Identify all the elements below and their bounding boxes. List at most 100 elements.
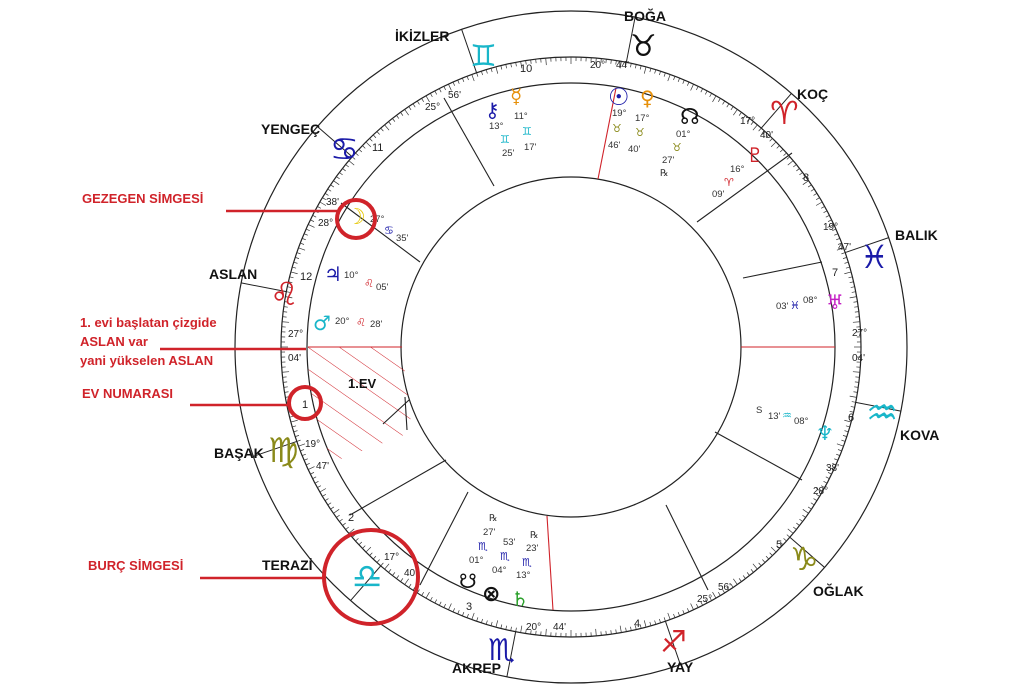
degree-tick xyxy=(300,242,305,245)
degree-tick xyxy=(825,476,830,479)
south-node-icon: ☋ xyxy=(459,569,477,593)
degree-tick xyxy=(336,514,340,518)
house-number-2: 2 xyxy=(348,512,354,524)
degree-tick xyxy=(510,626,512,631)
degree-tick xyxy=(639,624,642,629)
ascendant-annotation-3: yani yükselen ASLAN xyxy=(80,353,213,368)
degree-tick xyxy=(649,68,652,73)
degree-tick xyxy=(310,219,315,222)
fortune-min: 53' xyxy=(503,537,516,548)
degree-tick xyxy=(330,184,335,188)
capricorn-icon: ♑ xyxy=(790,540,819,578)
sign-label-balik: BALIK xyxy=(895,227,938,243)
degree-tick xyxy=(434,599,438,604)
mars-sign-icon: ♌ xyxy=(356,316,366,329)
degree-tick xyxy=(476,72,479,77)
uranus-deg: 08° xyxy=(803,295,818,306)
degree-tick xyxy=(726,586,730,591)
degree-tick xyxy=(815,201,823,206)
degree-tick xyxy=(836,443,844,447)
house-number-5: 5 xyxy=(776,539,782,551)
scorpio-icon: ♏ xyxy=(488,633,515,668)
degree-tick xyxy=(783,538,787,542)
sign-label-kova: KOVA xyxy=(900,427,939,443)
degree-tick xyxy=(290,271,298,275)
planet-highlight-circle xyxy=(335,198,377,240)
degree-tick xyxy=(625,62,627,67)
outer-ring xyxy=(234,10,908,684)
cusp-deg: 27° xyxy=(288,329,303,340)
sign-divider xyxy=(664,621,681,665)
degree-tick xyxy=(677,612,680,617)
degree-tick xyxy=(849,296,857,299)
degree-tick xyxy=(634,64,637,69)
degree-tick xyxy=(820,485,825,488)
degree-tick xyxy=(362,145,366,149)
degree-tick xyxy=(687,81,690,86)
degree-tick xyxy=(319,488,327,493)
degree-tick xyxy=(802,176,806,180)
degree-tick xyxy=(485,69,488,74)
degree-tick xyxy=(841,252,846,255)
cusp-min: 04' xyxy=(852,353,865,364)
chiron-sign-icon: ♊ xyxy=(500,133,510,146)
cusp-min: 04' xyxy=(288,353,301,364)
degree-tick xyxy=(490,68,493,73)
degree-tick xyxy=(285,296,293,299)
cusp-deg: 19° xyxy=(823,222,838,233)
mars-min: 28' xyxy=(370,319,383,330)
degree-tick xyxy=(404,578,409,585)
venus-min: 40' xyxy=(628,144,641,155)
degree-tick xyxy=(762,131,766,135)
saturn-retro-icon: ℞ xyxy=(530,530,539,541)
degree-tick xyxy=(525,629,527,634)
degree-tick xyxy=(854,306,859,308)
degree-tick xyxy=(595,58,597,66)
degree-tick xyxy=(345,164,349,168)
degree-tick xyxy=(746,118,750,122)
degree-tick xyxy=(673,76,676,81)
sagittarius-icon: ♐ xyxy=(660,625,687,660)
degree-tick xyxy=(282,321,290,323)
degree-tick xyxy=(639,65,642,70)
southnode-min: 27' xyxy=(483,527,496,538)
degree-tick xyxy=(336,176,340,180)
degree-tick xyxy=(700,88,703,93)
degree-tick xyxy=(659,71,661,76)
degree-tick xyxy=(365,546,372,553)
degree-tick xyxy=(330,506,335,510)
mars-icon: ♂ xyxy=(313,311,331,335)
moon-deg: 27° xyxy=(370,214,385,225)
degree-tick xyxy=(396,575,400,579)
sign-label-ikizler: İKİZLER xyxy=(395,28,449,44)
degree-tick xyxy=(769,552,773,556)
venus-sign-icon: ♉ xyxy=(635,126,645,139)
degree-tick xyxy=(443,86,446,91)
degree-tick xyxy=(844,271,852,275)
degree-tick xyxy=(384,563,390,570)
uranus-icon: ♅ xyxy=(826,290,844,314)
degree-tick xyxy=(392,572,396,576)
sign-divider xyxy=(317,126,353,158)
sign-label-akrep: AKREP xyxy=(452,660,501,676)
degree-tick xyxy=(834,233,839,236)
degree-tick xyxy=(696,86,699,91)
cusp-min: 47' xyxy=(838,242,851,253)
degree-tick xyxy=(404,109,409,116)
degree-tick xyxy=(396,115,400,119)
degree-tick xyxy=(787,528,794,534)
pluto-deg: 16° xyxy=(730,164,745,175)
degree-tick xyxy=(295,257,300,259)
degree-tick xyxy=(284,391,289,393)
aries-icon: ♈ xyxy=(770,94,799,132)
cusp-deg: 28° xyxy=(813,486,828,497)
chiron-icon: ⚷ xyxy=(485,98,500,122)
fortune-deg: 04° xyxy=(492,565,507,576)
degree-tick xyxy=(380,127,384,132)
degree-tick xyxy=(305,463,310,466)
degree-tick xyxy=(823,480,828,484)
degree-tick xyxy=(667,612,671,620)
degree-tick xyxy=(742,115,746,119)
degree-tick xyxy=(848,276,853,279)
